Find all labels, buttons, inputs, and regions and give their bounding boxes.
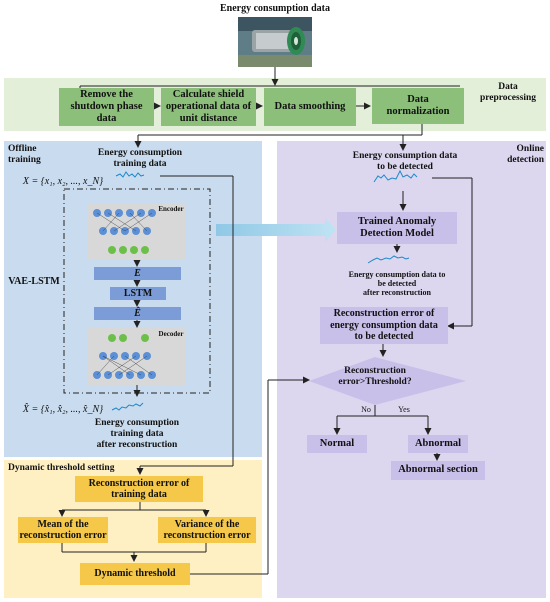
threshold-mean: Mean of the reconstruction error	[18, 517, 108, 543]
decoder-label: Decoder	[158, 330, 184, 338]
normal-result: Normal	[307, 435, 367, 453]
top-title: Energy consumption data	[219, 3, 330, 14]
e-layer: E	[94, 267, 181, 280]
step-data-smoothing: Data smoothing	[264, 88, 356, 126]
preprocessing-label: Data preprocessing	[479, 82, 537, 103]
online-recon-error: Reconstruction error of energy consumpti…	[320, 307, 448, 344]
abnormal-section: Abnormal section	[391, 461, 485, 480]
tbm-image	[238, 17, 312, 67]
threshold-recon-error: Reconstruction error of training data	[75, 476, 203, 502]
no-label: No	[361, 405, 371, 414]
dynamic-threshold: Dynamic threshold	[80, 563, 190, 585]
e-hat-layer: Ê	[94, 307, 181, 320]
yes-label: Yes	[398, 405, 410, 414]
step-data-normalization: Data normalization	[372, 88, 464, 124]
threshold-variance: Variance of the reconstruction error	[158, 517, 256, 543]
decision-diamond	[309, 357, 466, 405]
threshold-label: Dynamic threshold setting	[8, 463, 115, 473]
encoder-label: Encoder	[158, 205, 184, 213]
offline-label: Offline training	[8, 144, 41, 165]
online-label: Online detection	[507, 144, 544, 165]
lstm-layer: LSTM	[110, 287, 166, 300]
offline-output-label: Energy consumption training data after r…	[94, 418, 180, 450]
online-input-label: Energy consumption data to be detected	[352, 151, 458, 172]
step-calculate-shield: Calculate shield operational data of uni…	[161, 88, 256, 126]
model-label: VAE-LSTM	[8, 276, 60, 287]
step-remove-shutdown: Remove the shutdown phase data	[59, 88, 154, 126]
output-formula: X̂ = {x̂₁, x̂₂, ..., x̂_N}	[22, 404, 104, 415]
abnormal-result: Abnormal	[408, 435, 468, 453]
online-recon-label: Energy consumption data to be detected a…	[348, 270, 446, 298]
decision-text: Reconstruction error>Threshold?	[338, 366, 412, 387]
trained-model: Trained Anomaly Detection Model	[337, 212, 457, 244]
input-formula: X = {x₁, x₂, ..., x_N}	[22, 176, 104, 187]
offline-input-label: Energy consumption training data	[97, 148, 183, 169]
